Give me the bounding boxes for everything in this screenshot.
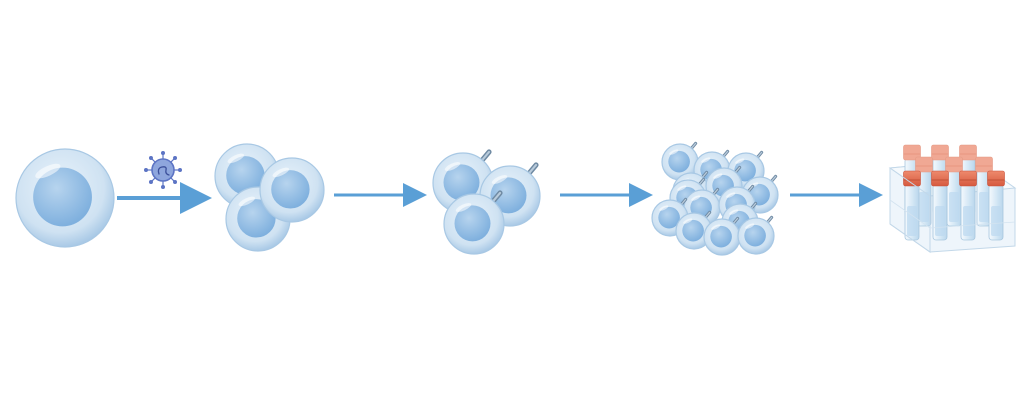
cell-nucleus [226, 156, 265, 195]
vial-content [991, 206, 1001, 236]
vial-cap [903, 170, 921, 187]
cell-highlight [455, 203, 472, 212]
cell-nucleus [443, 164, 480, 201]
cell-highlight [726, 192, 736, 198]
rack-front-line [889, 199, 1016, 229]
virus-spike-tip [148, 180, 153, 185]
cell-highlight [659, 205, 669, 211]
engineered-cell [432, 149, 494, 214]
expanded-cell-population [651, 141, 779, 256]
cell-highlight [691, 195, 701, 201]
cell-highlight [238, 196, 256, 207]
cell [259, 157, 325, 223]
cell-nucleus [744, 224, 766, 247]
cell-highlight [669, 149, 679, 155]
engineered-cell [737, 215, 775, 255]
cell-nucleus [710, 225, 732, 248]
vial [903, 170, 921, 241]
cell-nucleus [271, 170, 310, 209]
cell-highlight [683, 218, 693, 224]
vial [945, 156, 963, 227]
cell-highlight [227, 153, 245, 164]
single-cell [15, 148, 115, 248]
cell-highlight [444, 162, 461, 171]
cell-highlight [745, 223, 755, 229]
vial-content [963, 206, 973, 236]
cell-highlight [491, 175, 508, 184]
vial-cap [931, 170, 949, 187]
cell-highlight [701, 157, 711, 163]
virus-spike-tip [161, 185, 165, 189]
engineered-cell [479, 162, 541, 227]
cell-nucleus [668, 150, 690, 173]
vial-cap [931, 144, 949, 161]
vial-cap [975, 156, 993, 173]
virus-spike-tip [161, 151, 165, 155]
cell-nucleus [658, 206, 680, 229]
virus-spike-tip [178, 168, 182, 172]
virus-genome [157, 166, 170, 176]
cell-highlight [729, 209, 739, 215]
cell-highlight [35, 163, 61, 179]
cell-highlight [677, 185, 687, 191]
cell-highlight [272, 167, 290, 178]
engineered-cell-cluster [432, 149, 541, 255]
vial-content [907, 206, 917, 236]
cell [15, 148, 115, 248]
vial-cap [959, 170, 977, 187]
vial [915, 156, 933, 227]
vial-cap [987, 170, 1005, 187]
rack-edge [889, 167, 931, 253]
vial-cap [945, 156, 963, 173]
transduced-cell-cluster [214, 143, 325, 252]
cell-highlight [711, 224, 721, 230]
cell-highlight [713, 173, 723, 179]
cell-highlight [735, 158, 745, 164]
vial-cap [903, 144, 921, 161]
cell-nucleus [454, 205, 491, 242]
vial-cap [959, 144, 977, 161]
vial-cap [915, 156, 933, 173]
cell-nucleus [490, 177, 527, 214]
virus-spike-tip [173, 180, 178, 185]
engineered-cell [443, 190, 505, 255]
cryopreserved-vial-rack [888, 144, 1017, 253]
virus-spike-tip [148, 155, 153, 160]
engineered-cell [703, 216, 741, 256]
virus-capsid [151, 158, 175, 182]
vial [931, 170, 949, 241]
virus-particle-icon [144, 151, 182, 189]
cell-nucleus [682, 219, 704, 242]
vial [987, 170, 1005, 241]
engineered-cell [661, 141, 699, 181]
cell-nucleus [33, 167, 92, 227]
virus-spike-tip [173, 155, 178, 160]
vial-content [935, 206, 945, 236]
vial-content [919, 192, 929, 222]
vial-content [979, 192, 989, 222]
process-arrows [117, 182, 883, 214]
virus-spike-tip [144, 168, 148, 172]
vial-content [949, 192, 959, 222]
vial [959, 170, 977, 241]
